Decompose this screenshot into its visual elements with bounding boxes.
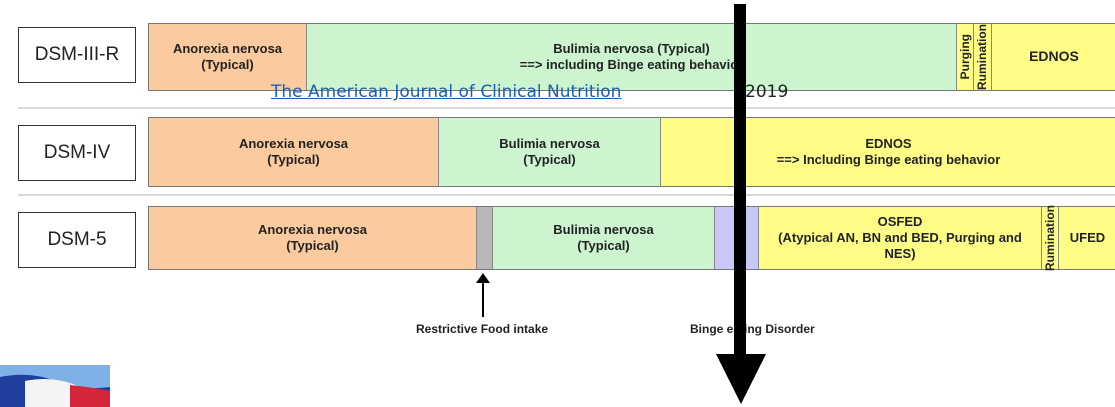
purging-label: Purging bbox=[957, 34, 972, 80]
down-arrow-icon bbox=[716, 4, 766, 404]
up-arrow-icon bbox=[476, 273, 490, 317]
rumination-label: Rumination bbox=[1042, 205, 1057, 271]
france-flag-icon bbox=[0, 365, 110, 407]
source-journal-link[interactable]: The American Journal of Clinical Nutriti… bbox=[271, 82, 622, 102]
segment-restrictive-food-intake bbox=[477, 207, 493, 269]
row-label-dsm-iv: DSM-IV bbox=[18, 125, 136, 181]
row-label-dsm-5: DSM-5 bbox=[18, 212, 136, 268]
row-label-dsm-iii-r: DSM-III-R bbox=[18, 27, 136, 83]
segment-rumination: Rumination bbox=[1042, 205, 1059, 271]
segment-bulimia-nervosa: Bulimia nervosa (Typical) bbox=[439, 118, 661, 186]
bar-dsm-iv: Anorexia nervosa (Typical) Bulimia nervo… bbox=[148, 117, 1115, 187]
bar-dsm-5: Anorexia nervosa (Typical) Bulimia nervo… bbox=[148, 205, 1115, 271]
segment-ednos: EDNOS bbox=[992, 24, 1115, 90]
segment-rumination: Rumination bbox=[974, 24, 992, 90]
segment-purging: Purging bbox=[957, 24, 974, 90]
segment-ufed: UFED bbox=[1059, 207, 1115, 269]
segment-anorexia-nervosa: Anorexia nervosa (Typical) bbox=[149, 24, 307, 90]
bar-dsm-iii-r: Anorexia nervosa (Typical) Bulimia nervo… bbox=[148, 23, 1115, 91]
segment-anorexia-nervosa: Anorexia nervosa (Typical) bbox=[149, 118, 439, 186]
source-year: 2019 bbox=[745, 82, 789, 102]
segment-osfed: OSFED (Atypical AN, BN and BED, Purging … bbox=[759, 207, 1042, 269]
segment-bulimia-nervosa: Bulimia nervosa (Typical) ==> including … bbox=[307, 24, 957, 90]
segment-anorexia-nervosa: Anorexia nervosa (Typical) bbox=[149, 207, 477, 269]
binge-eating-disorder-note: Binge eating Disorder bbox=[690, 322, 815, 336]
restrictive-food-intake-note: Restrictive Food intake bbox=[416, 322, 549, 336]
rumination-label: Rumination bbox=[975, 24, 989, 90]
row-divider bbox=[18, 107, 1115, 109]
segment-bulimia-nervosa: Bulimia nervosa (Typical) bbox=[493, 207, 715, 269]
row-divider bbox=[18, 194, 1115, 196]
